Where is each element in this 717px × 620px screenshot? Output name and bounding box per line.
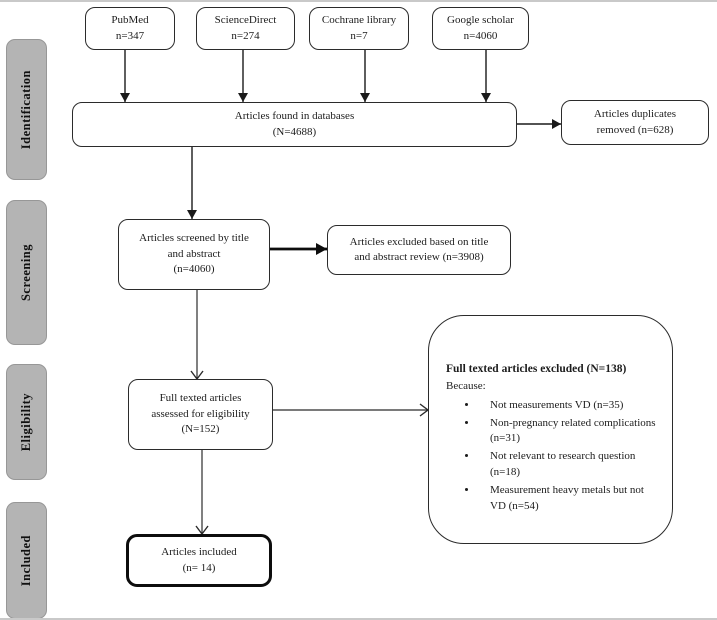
- source-box-pubmed: PubMed n=347: [85, 7, 175, 50]
- source-box-sciencedirect: ScienceDirect n=274: [196, 7, 295, 50]
- stage-screening: Screening: [6, 200, 47, 345]
- stage-included-label: Included: [19, 534, 33, 587]
- title-abstract-excluded-box: Articles excluded based on title and abs…: [327, 225, 511, 275]
- stage-identification: Identification: [6, 39, 47, 180]
- exclusion-reasons-list: Not measurements VD (n=35) Non-pregnancy…: [446, 398, 660, 516]
- source-box-cochrane: Cochrane library n=7: [309, 7, 409, 50]
- screened-box: Articles screened by title and abstract …: [118, 219, 270, 290]
- stage-eligibility-label: Eligibility: [19, 392, 33, 452]
- duplicates-removed-box: Articles duplicates removed (n=628): [561, 100, 709, 145]
- exclusion-reason-item: Measurement heavy metals but not VD (n=5…: [478, 483, 660, 515]
- stage-identification-label: Identification: [19, 69, 33, 150]
- stage-eligibility: Eligibility: [6, 364, 47, 480]
- fulltext-excluded-subtitle: Because:: [446, 379, 486, 392]
- exclusion-reason-item: Non-pregnancy related complications (n=3…: [478, 416, 660, 448]
- stage-screening-label: Screening: [19, 243, 33, 302]
- exclusion-reason-item: Not relevant to research question (n=18): [478, 449, 660, 481]
- found-in-databases-box: Articles found in databases (N=4688): [72, 102, 517, 147]
- stage-included: Included: [6, 502, 47, 618]
- articles-included-box: Articles included (n= 14): [126, 534, 272, 587]
- exclusion-reason-item: Not measurements VD (n=35): [478, 398, 660, 414]
- fulltext-excluded-title: Full texted articles excluded (N=138): [446, 363, 627, 375]
- fulltext-assessed-box: Full texted articles assessed for eligib…: [128, 379, 273, 450]
- source-box-google-scholar: Google scholar n=4060: [432, 7, 529, 50]
- fulltext-excluded-box: Full texted articles excluded (N=138) Be…: [428, 315, 673, 544]
